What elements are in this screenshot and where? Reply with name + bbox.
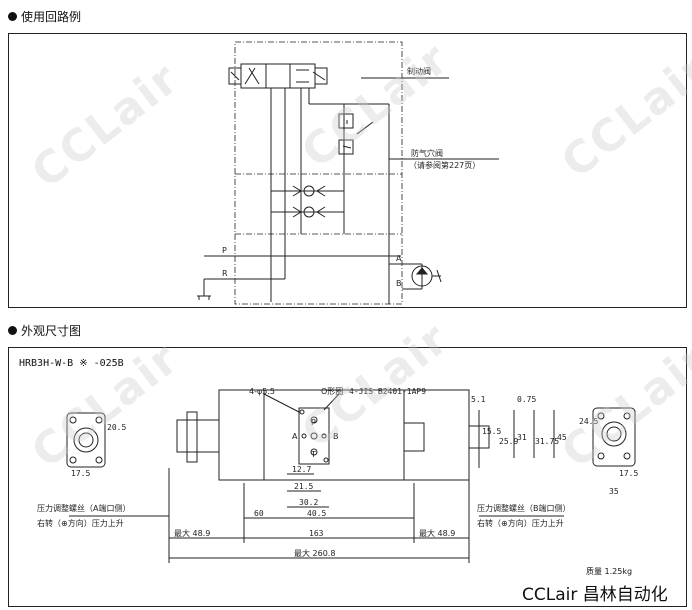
circuit-diagram: 制动阀 防气穴阀 （请参阅第227页） P R A B: [197, 41, 499, 305]
dim-21-5: 21.5: [294, 482, 313, 491]
port-label-p: P: [222, 246, 227, 255]
label-left-adjust-screw: 压力调整螺丝（A端口侧）: [37, 503, 130, 513]
dim-max-right: 最大 48.9: [419, 528, 455, 538]
dimension-drawing: 20.5 17.5 4-φ5.5 O形圈 4-JIS B2401-1AP9 A …: [37, 387, 638, 563]
bullet-icon: [8, 12, 17, 21]
label-left-rotate: 右转（⊕方向）压力上升: [37, 518, 124, 528]
model-number: HRB3H-W-B ※ -025B: [19, 358, 124, 369]
dim-31: 31: [517, 433, 527, 442]
section-title-dimensions: 外观尺寸图: [8, 322, 81, 339]
dim-30-2: 30.2: [299, 498, 318, 507]
dim-31-75: 31.75: [535, 437, 559, 446]
label-anti-cavitation-valve: 防气穴阀: [411, 148, 443, 158]
label-holes: 4-φ5.5: [249, 387, 275, 396]
brand-text: CCLair 昌林自动化: [522, 585, 668, 605]
port-label-a: A: [396, 254, 402, 263]
label-o-ring: O形圈: [321, 387, 343, 396]
port-a-label: A: [292, 432, 298, 441]
dim-5-1: 5.1: [471, 395, 486, 404]
dim-right-35: 35: [609, 487, 619, 496]
dimension-drawing-panel: HRB3H-W-B ※ -025B: [8, 347, 687, 607]
circuit-diagram-panel: 制动阀 防气穴阀 （请参阅第227页） P R A B: [8, 33, 687, 308]
dim-0-75: 0.75: [517, 395, 536, 404]
dim-60: 60: [254, 509, 264, 518]
dim-left-17-5: 17.5: [71, 469, 90, 478]
port-label-b: B: [396, 279, 402, 288]
label-right-adjust-screw: 压力调整螺丝（B端口侧）: [477, 503, 571, 513]
mass-label: 质量 1.25kg: [586, 567, 633, 576]
port-b-label: B: [333, 432, 339, 441]
section-title-dimensions-text: 外观尺寸图: [21, 324, 82, 338]
dim-max-left: 最大 48.9: [174, 528, 210, 538]
dim-max-total: 最大 260.8: [294, 548, 335, 558]
dim-40-5: 40.5: [307, 509, 326, 518]
port-p-label: P: [311, 418, 316, 427]
dim-15-5: 15.5: [482, 427, 501, 436]
dim-right-17-5: 17.5: [619, 469, 638, 478]
dim-left-20-5: 20.5: [107, 423, 126, 432]
dim-right-24-5: 24.5: [579, 417, 598, 426]
label-anti-cavitation-ref: （请参阅第227页）: [409, 160, 480, 170]
label-right-rotate: 右转（⊕方向）压力上升: [477, 518, 564, 528]
dim-12-7: 12.7: [292, 465, 311, 474]
dim-25-9: 25.9: [499, 437, 518, 446]
dim-163: 163: [309, 529, 324, 538]
label-control-valve: 制动阀: [407, 66, 431, 76]
label-o-ring-spec: 4-JIS B2401-1AP9: [349, 387, 426, 396]
port-label-r: R: [222, 269, 228, 278]
section-title-circuit-text: 使用回路例: [21, 10, 82, 24]
bullet-icon: [8, 326, 17, 335]
dim-45: 45: [557, 433, 567, 442]
section-title-circuit: 使用回路例: [8, 8, 81, 25]
port-t-label: T: [310, 450, 316, 459]
